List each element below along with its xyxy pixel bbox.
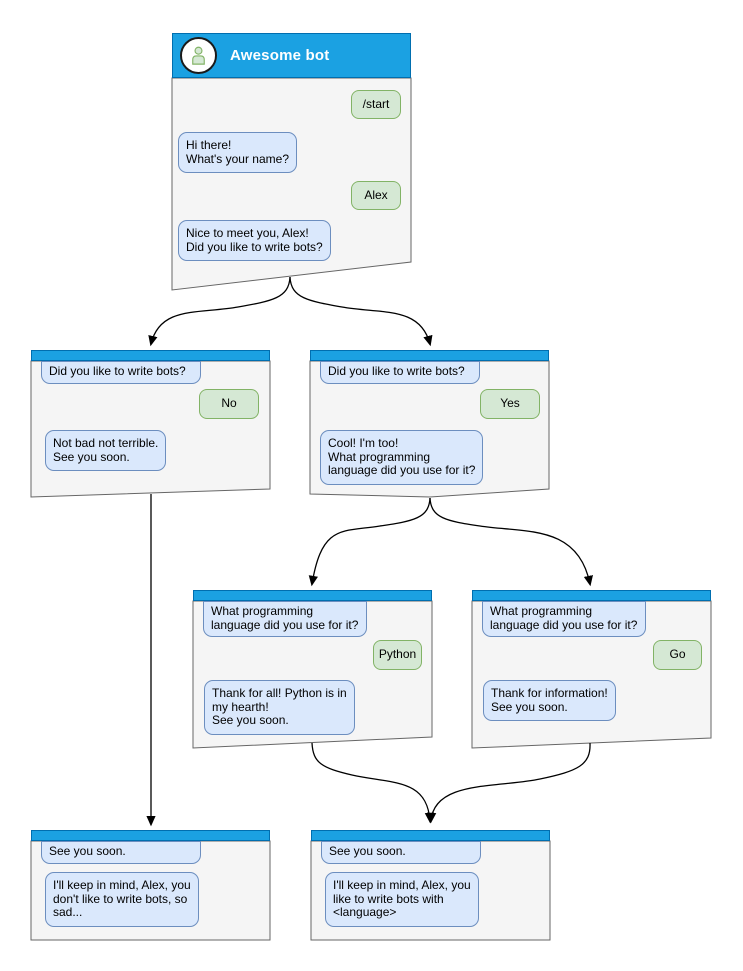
message-bot-reply: Cool! I'm too! What programming language…	[320, 430, 484, 485]
edge-go-to-end	[426, 742, 591, 824]
message-bot-reply: Not bad not terrible. See you soon.	[45, 430, 167, 471]
chat-header-strip	[472, 590, 711, 601]
node-branch-no: Did you like to write bots? No Not bad n…	[31, 350, 270, 497]
message-user-name: Alex	[351, 181, 401, 210]
edge-yes-to-python	[308, 497, 431, 587]
message-bot-reply: I'll keep in mind, Alex, you like to wri…	[325, 872, 479, 927]
chat-header-strip	[311, 830, 550, 841]
message-answer-go: Go	[653, 640, 702, 670]
message-bot-greeting: Hi there! What's your name?	[178, 132, 298, 173]
message-question: What programming language did you use fo…	[482, 601, 646, 637]
message-answer-python: Python	[373, 640, 422, 670]
person-icon	[192, 46, 205, 65]
edge-root-to-yes	[289, 276, 433, 347]
node-end-yes: See you soon. I'll keep in mind, Alex, y…	[311, 830, 550, 940]
message-question: Did you like to write bots?	[41, 361, 201, 384]
node-root-chat: Awesome bot /start Hi there! What's your…	[172, 33, 411, 290]
message-question: What programming language did you use fo…	[203, 601, 367, 637]
node-branch-yes: Did you like to write bots? Yes Cool! I'…	[310, 350, 549, 497]
message-answer-yes: Yes	[480, 389, 540, 419]
message-bot-reply: Thank for all! Python is in my hearth! S…	[204, 680, 355, 735]
message-question: See you soon.	[321, 841, 481, 864]
message-answer-no: No	[199, 389, 259, 419]
message-start-command: /start	[351, 90, 401, 119]
message-bot-reply: I'll keep in mind, Alex, you don't like …	[45, 872, 199, 927]
chat-header: Awesome bot	[172, 33, 411, 78]
message-bot-question: Nice to meet you, Alex! Did you like to …	[178, 220, 331, 261]
node-end-no: See you soon. I'll keep in mind, Alex, y…	[31, 830, 270, 940]
message-question: Did you like to write bots?	[320, 361, 480, 384]
chat-header-strip	[31, 830, 270, 841]
chat-header-strip	[31, 350, 270, 361]
edge-python-to-end	[311, 742, 435, 824]
chat-header-strip	[310, 350, 549, 361]
node-branch-go: What programming language did you use fo…	[472, 590, 711, 748]
chat-header-strip	[193, 590, 432, 601]
message-question: See you soon.	[41, 841, 201, 864]
node-branch-python: What programming language did you use fo…	[193, 590, 432, 748]
bot-avatar	[180, 37, 217, 74]
edge-yes-to-go	[429, 497, 593, 587]
message-bot-reply: Thank for information! See you soon.	[483, 680, 616, 721]
bot-name: Awesome bot	[230, 47, 330, 64]
edge-root-to-no	[148, 276, 291, 347]
